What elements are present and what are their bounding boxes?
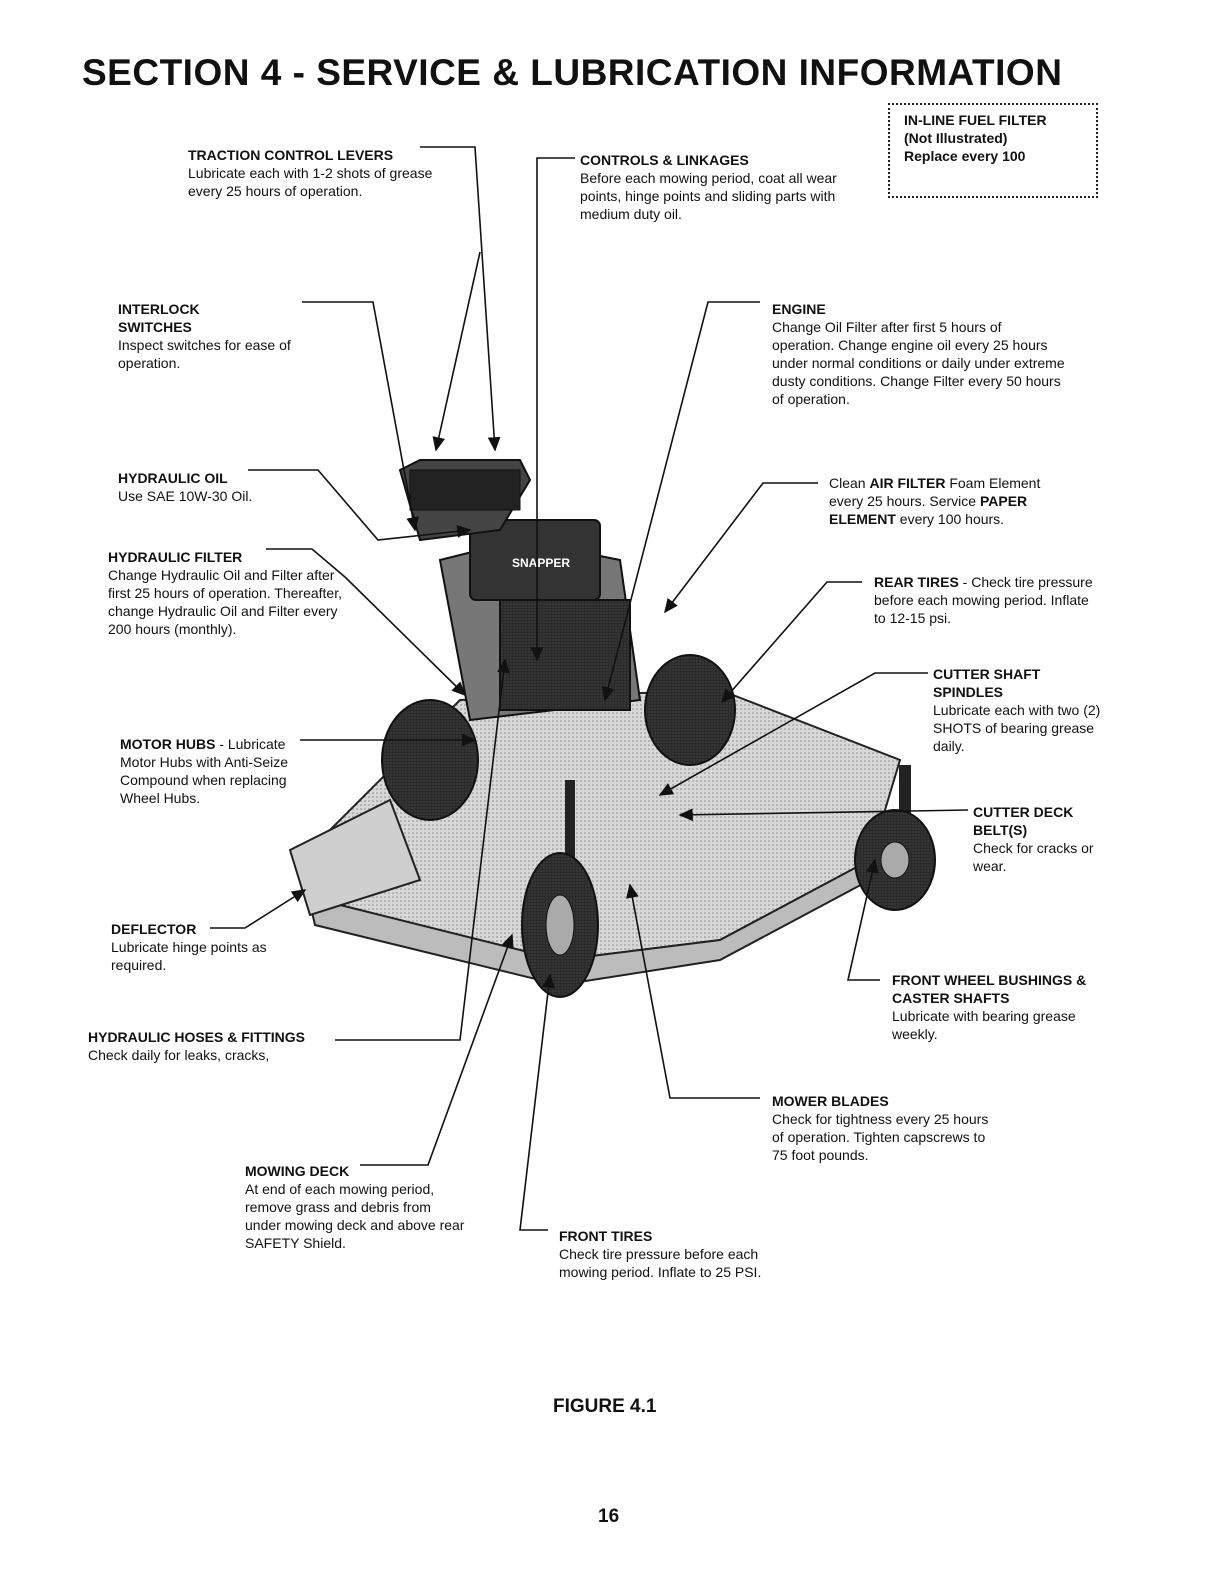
- callout-body: Change Oil Filter after first 5 hours of…: [772, 319, 1065, 407]
- callout-heading: CUTTER SHAFT SPINDLES: [933, 666, 1041, 700]
- callout-body: Check for tightness every 25 hours of op…: [772, 1111, 989, 1163]
- callout-cutter-deck-belt: CUTTER DECK BELT(S) Check for cracks or …: [973, 803, 1113, 875]
- callout-heading: HYDRAULIC OIL: [118, 470, 228, 486]
- callout-controls-linkages: CONTROLS & LINKAGES Before each mowing p…: [580, 151, 880, 223]
- callout-interlock-switches: INTERLOCK SWITCHES Inspect switches for …: [118, 300, 313, 372]
- callout-heading: REAR TIRES: [874, 574, 959, 590]
- callout-front-tires: FRONT TIRES Check tire pressure before e…: [559, 1227, 779, 1281]
- callout-deflector: DEFLECTOR Lubricate hinge points as requ…: [111, 920, 271, 974]
- callout-heading: MOTOR HUBS: [120, 736, 216, 752]
- callout-heading: FRONT WHEEL BUSHINGS & CASTER SHAFTS: [892, 972, 1087, 1006]
- snapper-badge: SNAPPER: [512, 556, 570, 570]
- callout-body: Change Hydraulic Oil and Filter after fi…: [108, 567, 342, 637]
- fuel-filter-box: IN-LINE FUEL FILTER (Not Illustrated) Re…: [888, 103, 1098, 198]
- callout-body: Check tire pressure before each mowing p…: [559, 1246, 762, 1280]
- callout-heading: MOWING DECK: [245, 1163, 350, 1179]
- callout-body: Use SAE 10W-30 Oil.: [118, 488, 253, 504]
- rear-wheel-right: [644, 654, 736, 766]
- callout-hydraulic-hoses: HYDRAULIC HOSES & FITTINGS Check daily f…: [88, 1028, 318, 1064]
- air-filter-mid: Foam Element every 25 hours. Service: [829, 475, 1041, 509]
- air-filter-pre: Clean: [829, 475, 870, 491]
- fuel-filter-line-2: (Not Illustrated): [904, 130, 1008, 146]
- rear-wheel-left: [381, 699, 479, 821]
- callout-heading: CONTROLS & LINKAGES: [580, 152, 749, 168]
- fuel-filter-line-1: IN-LINE FUEL FILTER: [904, 112, 1047, 128]
- callout-body: Lubricate hinge points as required.: [111, 939, 267, 973]
- callout-heading: DEFLECTOR: [111, 921, 197, 937]
- callout-hydraulic-filter: HYDRAULIC FILTER Change Hydraulic Oil an…: [108, 548, 348, 638]
- callout-heading: HYDRAULIC HOSES & FITTINGS: [88, 1029, 306, 1045]
- callout-body: Check daily for leaks, cracks,: [88, 1047, 270, 1063]
- callout-motor-hubs: MOTOR HUBS - Lubricate Motor Hubs with A…: [120, 735, 320, 807]
- callout-air-filter: Clean AIR FILTER Foam Element every 25 h…: [829, 474, 1069, 528]
- callout-mowing-deck: MOWING DECK At end of each mowing period…: [245, 1162, 470, 1252]
- control-panel: [409, 469, 521, 511]
- callout-heading: FRONT TIRES: [559, 1228, 653, 1244]
- fuel-filter-line-3: Replace every 100: [904, 148, 1026, 164]
- callout-traction-control: TRACTION CONTROL LEVERS Lubricate each w…: [188, 146, 458, 200]
- callout-heading: ENGINE: [772, 301, 826, 317]
- callout-body: Lubricate each with two (2) SHOTS of bea…: [933, 702, 1101, 754]
- callout-body: Before each mowing period, coat all wear…: [580, 170, 837, 222]
- air-filter-bold-1: AIR FILTER: [869, 475, 946, 491]
- fuel-tank: [469, 519, 601, 601]
- callout-body: At end of each mowing period, remove gra…: [245, 1181, 465, 1251]
- callout-body: - Lubricate Motor Hubs with Anti-Seize C…: [120, 736, 289, 806]
- callout-mower-blades: MOWER BLADES Check for tightness every 2…: [772, 1092, 992, 1164]
- callout-rear-tires: REAR TIRES - Check tire pressure before …: [874, 573, 1099, 627]
- leader-lines: [210, 146, 969, 1231]
- engine-block: [499, 599, 631, 711]
- callout-engine: ENGINE Change Oil Filter after first 5 h…: [772, 300, 1067, 408]
- callout-body: Lubricate with bearing grease weekly.: [892, 1008, 1076, 1042]
- callout-hydraulic-oil: HYDRAULIC OIL Use SAE 10W-30 Oil.: [118, 469, 288, 505]
- callout-body: Lubricate each with 1-2 shots of grease …: [188, 165, 433, 199]
- callout-heading: HYDRAULIC FILTER: [108, 549, 243, 565]
- page-number: 16: [598, 1506, 620, 1527]
- mower-body: [288, 459, 936, 998]
- callout-heading: MOWER BLADES: [772, 1093, 889, 1109]
- callout-body: - Check tire pressure before each mowing…: [874, 574, 1093, 626]
- callout-heading: CUTTER DECK BELT(S): [973, 804, 1074, 838]
- callout-heading: TRACTION CONTROL LEVERS: [188, 147, 394, 163]
- page-title: SECTION 4 - SERVICE & LUBRICATION INFORM…: [82, 52, 1063, 93]
- air-filter-bold-2: PAPER ELEMENT: [829, 493, 1028, 527]
- callout-front-wheel-bushings: FRONT WHEEL BUSHINGS & CASTER SHAFTS Lub…: [892, 971, 1112, 1043]
- figure-caption: FIGURE 4.1: [553, 1396, 657, 1417]
- callout-body: Check for cracks or wear.: [973, 840, 1094, 874]
- air-filter-post: every 100 hours.: [895, 511, 1005, 527]
- callout-cutter-shaft-spindles: CUTTER SHAFT SPINDLES Lubricate each wit…: [933, 665, 1108, 755]
- callout-body: Inspect switches for ease of operation.: [118, 337, 291, 371]
- callout-heading: INTERLOCK SWITCHES: [118, 301, 200, 335]
